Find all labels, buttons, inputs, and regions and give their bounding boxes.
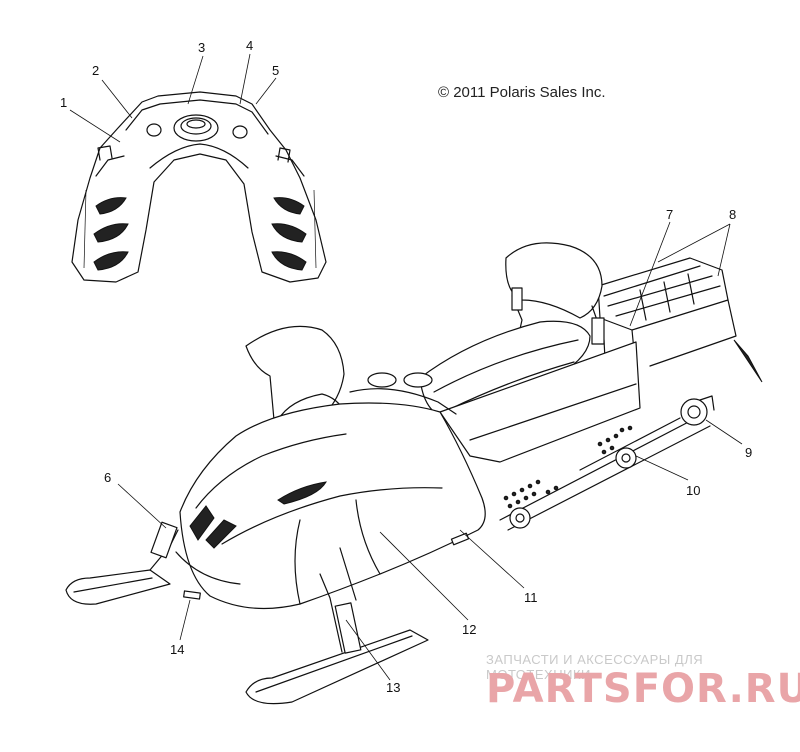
watermark-brand-logo: PARTSFOR.RU — [486, 666, 800, 712]
callout-2: 2 — [92, 63, 99, 78]
callout-12: 12 — [462, 622, 476, 637]
callout-labels: 1 2 3 4 5 6 7 8 9 10 11 12 13 14 — [60, 38, 752, 695]
callout-3: 3 — [198, 40, 205, 55]
callout-10: 10 — [686, 483, 700, 498]
callout-11: 11 — [524, 590, 538, 605]
callout-8: 8 — [729, 207, 736, 222]
callout-9: 9 — [745, 445, 752, 460]
copyright-notice: © 2011 Polaris Sales Inc. — [438, 84, 606, 101]
callout-6: 6 — [104, 470, 111, 485]
callout-13: 13 — [386, 680, 400, 695]
hood-panel-illustration — [71, 91, 327, 283]
snowmobile-illustration — [65, 242, 763, 705]
callout-5: 5 — [272, 63, 279, 78]
callout-1: 1 — [60, 95, 67, 110]
callout-14: 14 — [170, 642, 184, 657]
watermark-tagline: ЗАПЧАСТИ И АКСЕССУАРЫ ДЛЯ МОТОТЕХНИКИ — [486, 652, 704, 682]
callout-4: 4 — [246, 38, 253, 53]
callout-leaders — [69, 53, 743, 681]
callout-7: 7 — [666, 207, 673, 222]
